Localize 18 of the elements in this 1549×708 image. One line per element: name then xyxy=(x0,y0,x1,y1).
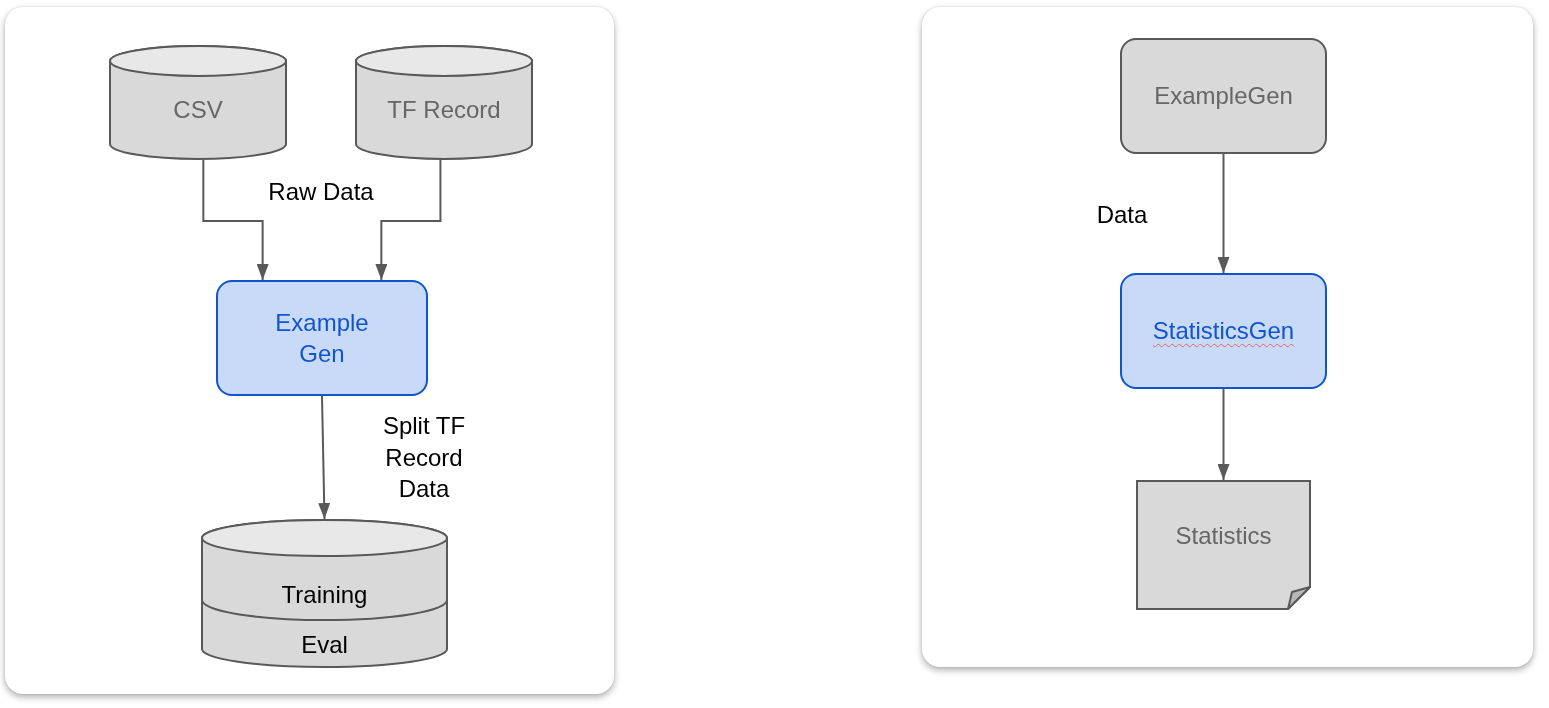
panel-card xyxy=(922,7,1533,667)
node-label: CSV xyxy=(173,95,223,126)
node-label: StatisticsGen xyxy=(1152,316,1295,347)
node-label: Example Gen xyxy=(274,307,370,369)
node-label: ExampleGen xyxy=(1154,81,1293,112)
arrow xyxy=(318,395,331,520)
arrow xyxy=(202,159,269,281)
node-label: Statistics xyxy=(1175,521,1272,552)
process-box xyxy=(1120,38,1327,154)
panel-card xyxy=(5,7,614,694)
node-label: TF Record xyxy=(387,95,501,126)
arrow xyxy=(1217,153,1230,274)
arrow xyxy=(1217,388,1230,481)
node-label: Training xyxy=(281,580,368,611)
process-box xyxy=(1120,273,1327,389)
node-label: Eval xyxy=(301,630,348,661)
process-box xyxy=(216,280,428,396)
arrow xyxy=(375,159,442,281)
